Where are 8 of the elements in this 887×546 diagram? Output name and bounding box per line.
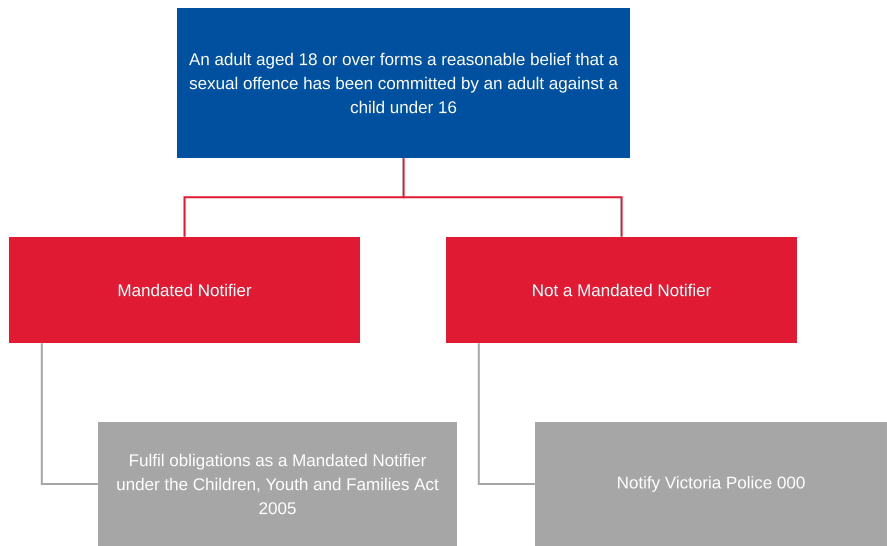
action-box: Fulfil obligations as a Mandated Notifier under the Children, Youth and Families Act 2005: [98, 422, 457, 546]
connector-line: [402, 158, 622, 237]
connector-line: [478, 343, 535, 485]
statement-box: An adult aged 18 or over forms a reasonable belief that a sexual offence has been committed by an adult against a child under 16: [177, 8, 630, 158]
category-box: Not a Mandated Notifier: [446, 237, 797, 343]
action-box: Notify Victoria Police 000: [535, 422, 887, 546]
category-box: Mandated Notifier: [9, 237, 360, 343]
connector-line: [40, 343, 98, 485]
